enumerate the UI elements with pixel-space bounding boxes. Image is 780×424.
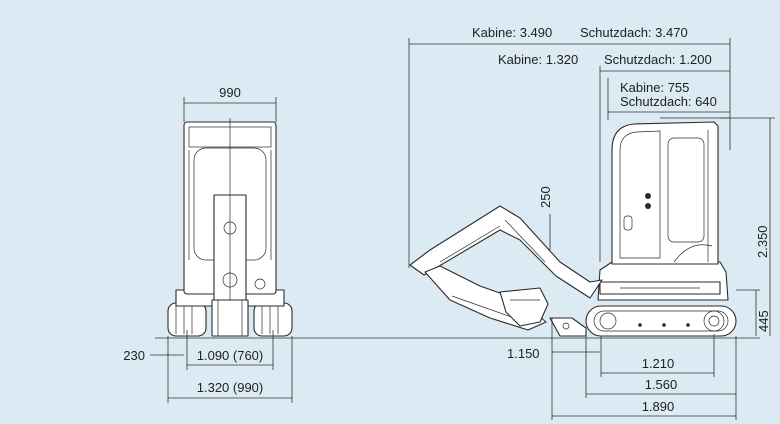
side-view-machine [409,117,737,337]
side-window [667,137,705,243]
idler [599,312,617,330]
dim-front-reach: 1.150 [507,346,540,361]
dim-cabin-length: Kabine: 3.490 [472,25,552,40]
boom [409,205,603,299]
side-track [585,305,737,337]
dim-ground-clearance: 230 [123,348,145,363]
dim-cabin-tail: Kabine: 1.320 [498,52,578,67]
dim-overall-width: 1.320 (990) [197,380,264,395]
dim-counterweight-height: 445 [756,310,771,332]
dim-canopy-tail: Schutzdach: 1.200 [604,52,712,67]
dim-front-top-width: 990 [219,85,241,100]
side-cab [611,121,719,265]
dim-cabin-rear: Kabine: 755 [620,80,689,95]
cab-door [619,130,661,259]
dim-canopy-rear: Schutzdach: 640 [620,94,717,109]
dim-overall-height: 2.350 [755,225,770,258]
dim-track-length: 1.560 [645,377,678,392]
dozer-blade [549,317,587,337]
dim-tumbler-distance: 1.210 [642,356,675,371]
front-view-machine [167,118,293,337]
side-view-dimensions: Kabine: 3.490 Schutzdach: 3.470 Kabine: … [408,25,775,420]
dim-canopy-length: Schutzdach: 3.470 [580,25,688,40]
front-bucket [211,299,249,337]
front-view-dimensions: 990 230 1.090 (760) 1.320 (990) [123,85,293,403]
bucket [499,287,549,327]
dim-undercarriage-length: 1.890 [642,399,675,414]
dim-arm-clearance: 250 [538,186,553,208]
sprocket [703,310,725,332]
dim-track-gauge: 1.090 (760) [197,348,264,363]
